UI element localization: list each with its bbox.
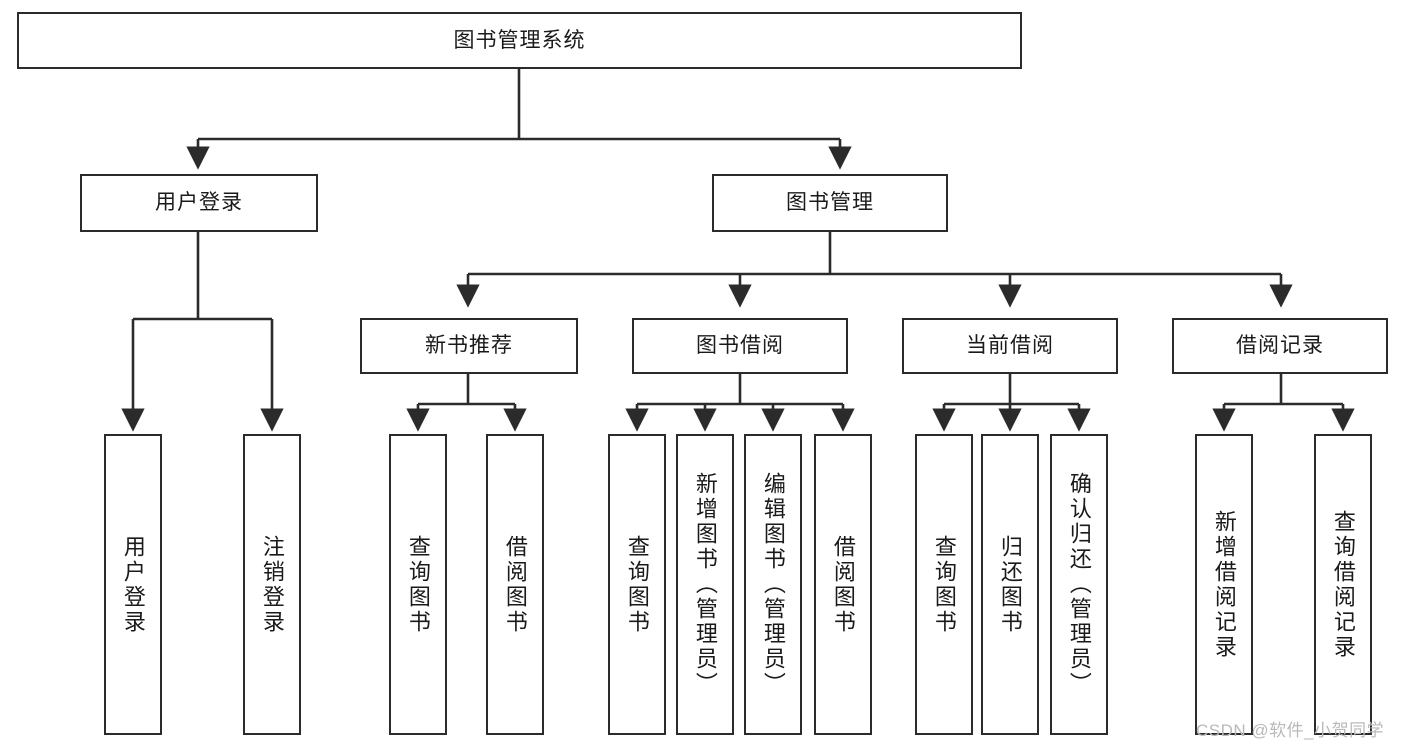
leaf-current-borrow-confirm-return-admin[interactable]: 确认归还（管理员） [1050,434,1108,735]
watermark-label: CSDN @软件_小贺同学 [1196,721,1385,740]
leaf-user-login-login[interactable]: 用户登录 [104,434,162,735]
node-user-login[interactable]: 用户登录 [80,174,318,232]
leaf-book-borrow-add-book-admin[interactable]: 新增图书（管理员） [676,434,734,735]
leaf-book-borrow-borrow-book[interactable]: 借阅图书 [814,434,872,735]
leaf-current-borrow-return-book[interactable]: 归还图书 [981,434,1039,735]
node-label: 查询图书 [405,534,431,635]
node-label: 用户登录 [155,191,243,215]
node-book-management[interactable]: 图书管理 [712,174,948,232]
node-label: 图书管理 [786,191,874,215]
leaf-borrow-record-query-record[interactable]: 查询借阅记录 [1314,434,1372,735]
node-label: 图书借阅 [696,334,784,358]
node-root-book-management-system[interactable]: 图书管理系统 [17,12,1022,69]
node-label: 注销登录 [259,534,285,635]
node-label: 编辑图书（管理员） [760,472,786,697]
node-label: 借阅图书 [830,534,856,635]
node-label: 新增借阅记录 [1211,509,1237,660]
leaf-book-borrow-query-book[interactable]: 查询图书 [608,434,666,735]
node-new-book-recommend[interactable]: 新书推荐 [360,318,578,374]
node-label: 查询图书 [624,534,650,635]
node-book-borrow[interactable]: 图书借阅 [632,318,848,374]
node-label: 用户登录 [120,534,146,635]
node-label: 借阅记录 [1236,334,1324,358]
node-label: 借阅图书 [502,534,528,635]
node-borrow-record[interactable]: 借阅记录 [1172,318,1388,374]
node-label: 新增图书（管理员） [692,472,718,697]
node-label: 查询图书 [931,534,957,635]
leaf-book-borrow-edit-book-admin[interactable]: 编辑图书（管理员） [744,434,802,735]
node-label: 当前借阅 [966,334,1054,358]
node-label: 归还图书 [997,534,1023,635]
leaf-borrow-record-add-record[interactable]: 新增借阅记录 [1195,434,1253,735]
leaf-user-login-logout[interactable]: 注销登录 [243,434,301,735]
node-label: 确认归还（管理员） [1066,472,1092,697]
node-label: 图书管理系统 [453,28,586,52]
node-label: 新书推荐 [425,334,513,358]
leaf-current-borrow-query-book[interactable]: 查询图书 [915,434,973,735]
leaf-new-book-query-book[interactable]: 查询图书 [389,434,447,735]
leaf-new-book-borrow-book[interactable]: 借阅图书 [486,434,544,735]
node-label: 查询借阅记录 [1330,509,1356,660]
node-current-borrow[interactable]: 当前借阅 [902,318,1118,374]
